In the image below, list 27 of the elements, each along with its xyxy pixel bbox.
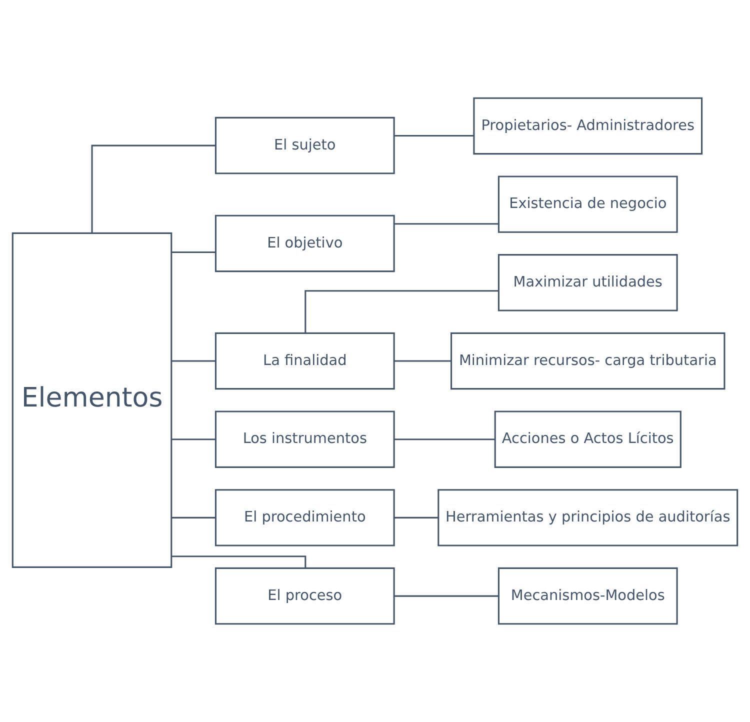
- node-box: El proceso: [214, 567, 395, 625]
- connector: [172, 438, 216, 440]
- node-box: Acciones o Actos Lícitos: [494, 410, 682, 468]
- node-box: Minimizar recursos- carga tributaria: [450, 332, 726, 390]
- connector: [394, 516, 438, 518]
- connector: [394, 360, 452, 362]
- node-box: Maximizar utilidades: [498, 254, 678, 312]
- node-box: Herramientas y principios de auditorías: [438, 489, 738, 546]
- node-box: El procedimiento: [214, 489, 395, 546]
- node-box: Los instrumentos: [214, 410, 395, 468]
- connector: [172, 251, 216, 254]
- connector: [394, 134, 474, 137]
- connector: [394, 595, 498, 597]
- connector: [394, 438, 496, 440]
- connector: [171, 556, 306, 568]
- connector: [394, 223, 498, 225]
- connector: [172, 516, 216, 518]
- node-box: Elementos: [12, 232, 172, 568]
- node-box: Propietarios- Administradores: [473, 97, 703, 155]
- connector: [172, 360, 216, 362]
- node-box: El objetivo: [214, 214, 395, 272]
- connector: [91, 144, 216, 233]
- node-box: Mecanismos-Modelos: [498, 567, 678, 625]
- node-box: El sujeto: [214, 116, 395, 174]
- node-box: Existencia de negocio: [498, 176, 678, 233]
- node-box: La finalidad: [214, 332, 395, 390]
- connector: [304, 290, 498, 333]
